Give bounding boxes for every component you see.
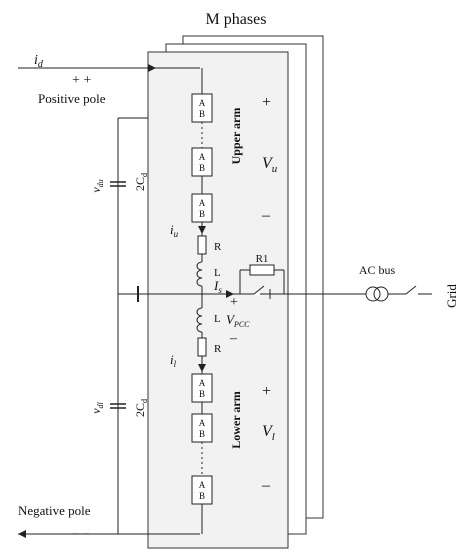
upper-L-label: L — [214, 267, 221, 279]
svg-text:Lower arm: Lower arm — [229, 391, 243, 448]
svg-text:A: A — [199, 480, 206, 490]
pcc-plus: + — [230, 295, 238, 310]
r1-resistor — [249, 264, 275, 276]
grid-switch-blade — [405, 285, 417, 295]
is-arrow — [226, 290, 234, 298]
svg-text:2Cd: 2Cd — [133, 399, 149, 417]
svg-text:B: B — [199, 491, 205, 501]
is-label: Is — [213, 278, 222, 295]
lower-arm-label: Lower arm — [229, 391, 243, 448]
svg-text:B: B — [199, 429, 205, 439]
svg-text:B: B — [199, 163, 205, 173]
pcc-minus: – — [229, 331, 238, 346]
submodule-lower-1: A B — [191, 373, 213, 403]
submodule-upper-3: A B — [191, 193, 213, 223]
id-label: id — [34, 53, 44, 70]
svg-text:B: B — [199, 109, 205, 119]
vpcc-label: VPCC — [226, 312, 250, 329]
svg-text:A: A — [199, 98, 206, 108]
upper-inductor — [196, 261, 203, 287]
id-arrow — [148, 64, 156, 72]
upper-arm-resistor — [197, 235, 207, 255]
svg-text:B: B — [199, 389, 205, 399]
svg-text:Grid: Grid — [444, 284, 459, 308]
cap-top-label: 2Cd — [133, 173, 149, 191]
v-dl-label: vdl — [89, 401, 105, 413]
svg-text:A: A — [199, 378, 206, 388]
submodule-lower-2: A B — [191, 413, 213, 443]
lower-L-label: L — [214, 313, 221, 325]
transformer-coil-2 — [373, 286, 389, 302]
upper-plus: + — [262, 94, 271, 111]
positive-pole-label: Positive pole — [38, 91, 106, 106]
lower-inductor — [196, 307, 203, 333]
grid-label: Grid — [444, 284, 459, 308]
svg-text:A: A — [199, 152, 206, 162]
cap-bot-label: 2Cd — [133, 399, 149, 417]
iu-label: iu — [170, 222, 179, 239]
svg-text:vdu: vdu — [89, 179, 105, 192]
upper-minus: – — [261, 207, 271, 224]
lower-arm-resistor — [197, 337, 207, 357]
lower-plus: + — [262, 383, 271, 400]
submodule-upper-1: A B — [191, 93, 213, 123]
transformer-coil-1 — [365, 286, 381, 302]
positive-sign: + + — [72, 73, 91, 88]
ac-bus-label: AC bus — [359, 263, 396, 277]
title: M phases — [206, 11, 267, 28]
svg-text:2Cd: 2Cd — [133, 173, 149, 191]
lower-minus: – — [261, 477, 271, 494]
v-du-label: vdu — [89, 179, 105, 192]
svg-text:Upper arm: Upper arm — [229, 108, 243, 165]
negative-sign: – – — [71, 526, 91, 541]
upper-arm-label: Upper arm — [229, 108, 243, 165]
lower-R-label: R — [214, 343, 222, 355]
il-label: il — [170, 352, 177, 369]
r1-label: R1 — [256, 253, 269, 265]
breaker-blade — [253, 285, 265, 295]
submodule-lower-3: A B — [191, 475, 213, 505]
svg-text:A: A — [199, 198, 206, 208]
il-arrow — [198, 364, 206, 372]
upper-R-label: R — [214, 241, 222, 253]
svg-text:A: A — [199, 418, 206, 428]
negative-arrow — [18, 530, 26, 538]
phase-panel-front — [147, 51, 289, 549]
iu-arrow — [198, 226, 206, 234]
vl-label: Vl — [262, 423, 275, 443]
svg-text:vdl: vdl — [89, 401, 105, 413]
negative-pole-label: Negative pole — [18, 503, 91, 518]
vu-label: Vu — [262, 155, 278, 175]
submodule-upper-2: A B — [191, 147, 213, 177]
svg-text:B: B — [199, 209, 205, 219]
